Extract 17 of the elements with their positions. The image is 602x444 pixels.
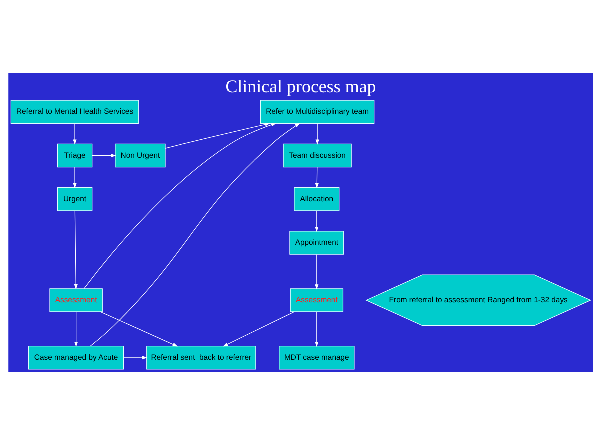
arrow: [84, 122, 277, 289]
arrow: [90, 122, 300, 346]
diagram-title: Clinical process map: [226, 76, 376, 96]
arrow: [74, 311, 78, 347]
arrow: [165, 122, 270, 148]
arrow: [315, 210, 319, 232]
arrow: [92, 153, 116, 158]
arrow: [124, 356, 148, 360]
arrow: [315, 254, 319, 290]
arrow: [74, 210, 78, 290]
arrow: [315, 166, 319, 188]
arrow: [316, 123, 320, 144]
arrow: [223, 311, 295, 346]
arrow: [73, 123, 77, 144]
arrow: [315, 311, 319, 347]
arrow: [73, 166, 77, 188]
arrow: [100, 311, 178, 346]
